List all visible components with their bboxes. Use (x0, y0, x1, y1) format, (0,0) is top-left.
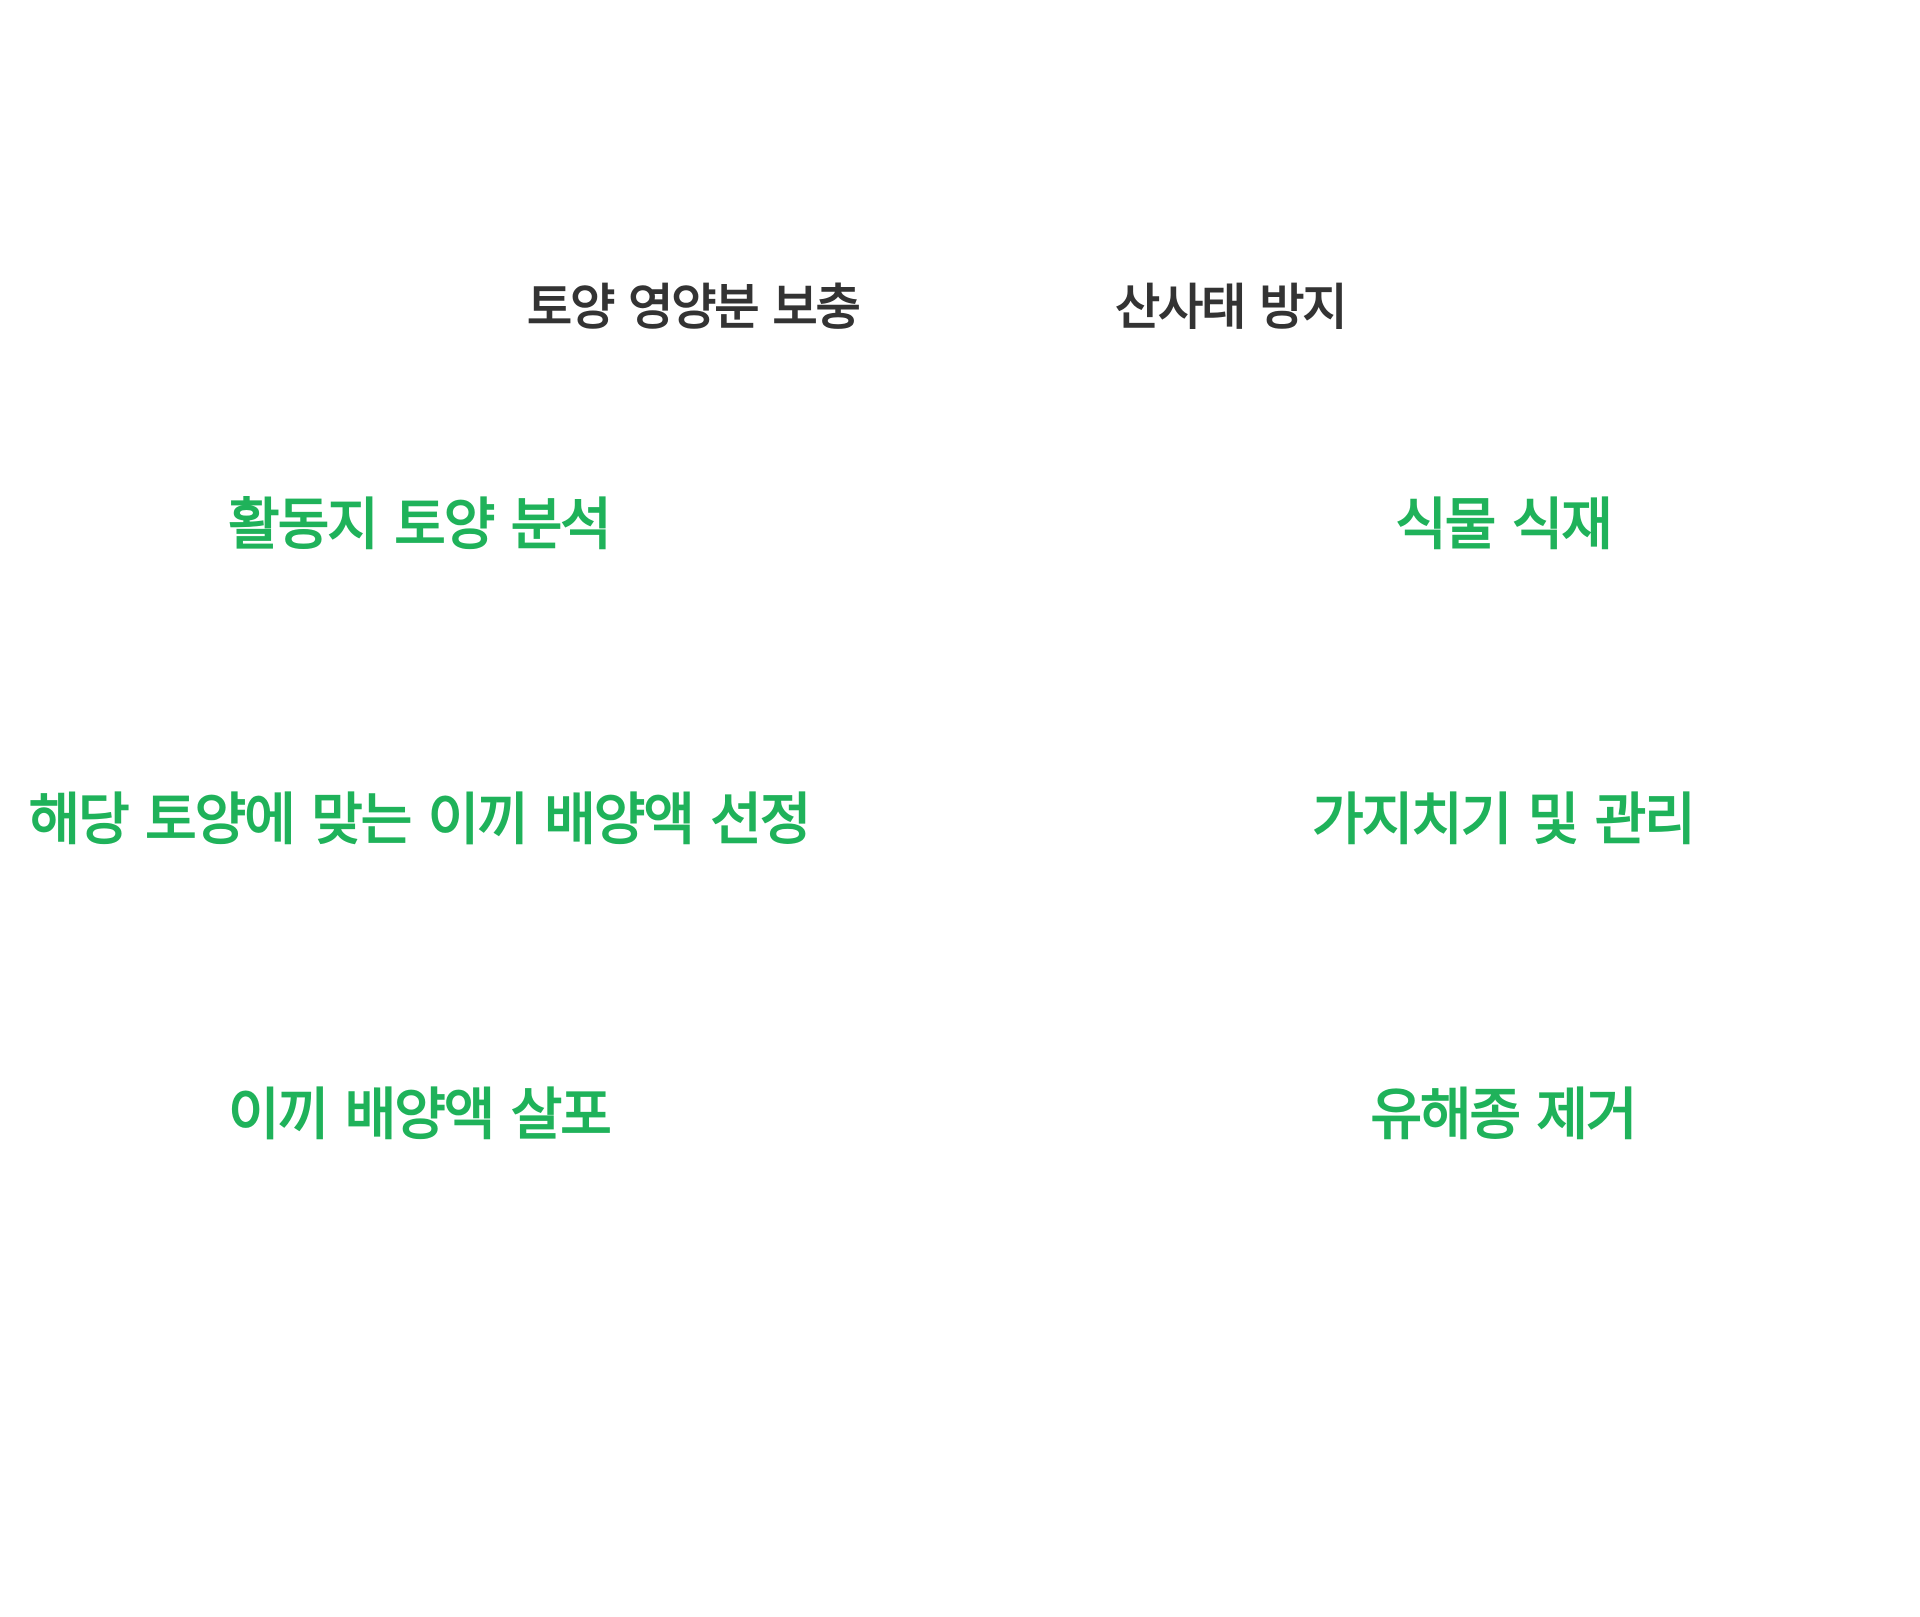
category-title-landslide-prevention: 산사태 방지 (1115, 279, 1347, 336)
step-soil-analysis: 활동지 토양 분석 (228, 493, 612, 558)
step-select-moss-culture: 해당 토양에 맞는 이끼 배양액 선정 (28, 788, 812, 853)
step-plant-planting: 식물 식재 (1395, 493, 1613, 558)
step-pruning-management: 가지치기 및 관리 (1312, 788, 1696, 853)
step-remove-harmful-species: 유해종 제거 (1370, 1083, 1637, 1148)
category-title-soil-nutrients: 토양 영양분 보충 (527, 279, 861, 336)
step-spray-moss-culture: 이끼 배양액 살포 (228, 1083, 612, 1148)
